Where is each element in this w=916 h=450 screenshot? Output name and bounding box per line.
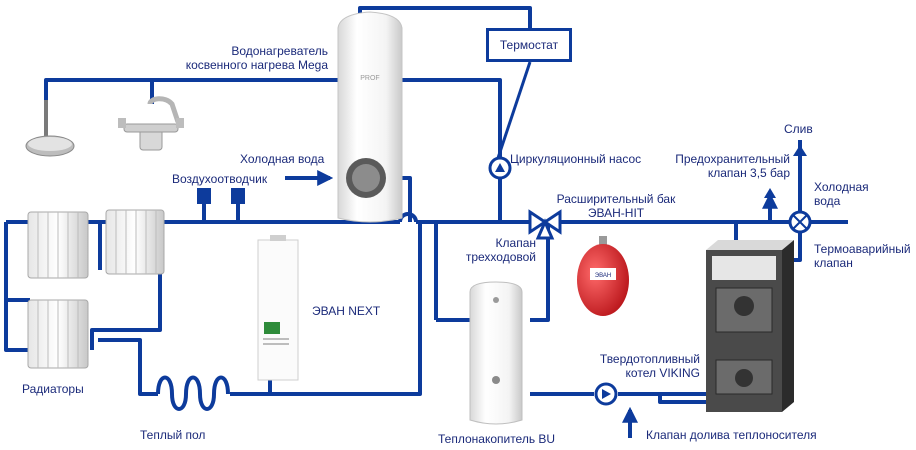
boiler-label: Водонагреватель косвенного нагрева Mega <box>170 44 328 72</box>
cold-water-right-label: Холодная вода <box>814 180 869 208</box>
warm-floor-label: Теплый пол <box>140 428 206 442</box>
cold-water-right-line2: вода <box>814 194 841 208</box>
boiler-brand-text: PROF <box>360 75 379 82</box>
exp-tank-line2: ЭВАН-HIT <box>587 206 645 220</box>
tank-brand-text: ЭВАН <box>595 273 611 279</box>
thermo-valve-line2: клапан <box>814 256 853 270</box>
pipe-refill <box>658 394 708 404</box>
thermostat-label: Термостат <box>499 38 559 52</box>
thermostat-wire <box>496 61 532 159</box>
radiators-label: Радиаторы <box>22 382 84 396</box>
boiler-pump-icon <box>594 382 618 406</box>
heat-accumulator <box>469 281 523 425</box>
pipe-rad-left <box>4 222 30 352</box>
thermo-valve-label: Термоаварийный клапан <box>814 242 911 270</box>
pipe-evan-down <box>230 380 272 396</box>
cold-water-right-line1: Холодная <box>814 180 869 194</box>
expansion-tank: ЭВАН <box>577 236 629 316</box>
refill-valve-label: Клапан долива теплоносителя <box>646 428 817 442</box>
air-vent-icon <box>197 188 245 204</box>
shower-head-icon <box>25 100 75 157</box>
drain-label: Слив <box>784 122 813 136</box>
warm-floor-coil <box>156 375 230 411</box>
exp-tank-line1: Расширительный бак <box>556 192 676 206</box>
pump-icon <box>488 156 512 180</box>
boiler-label-line1: Водонагреватель <box>231 44 328 58</box>
thermo-valve-line1: Термоаварийный <box>814 242 911 256</box>
air-vent-label: Воздухоотводчик <box>172 172 268 186</box>
radiator-icon <box>27 209 165 369</box>
solid-fuel-label: Твердотопливный котел VIKING <box>560 352 700 380</box>
safety-valve-label: Предохранительный клапан 3,5 бар <box>640 152 790 180</box>
solid-fuel-line2: котел VIKING <box>625 366 700 380</box>
pipe-rad-return <box>90 222 162 350</box>
drain-arrow-icon <box>793 145 807 156</box>
three-way-label: Клапан трехходовой <box>448 236 536 264</box>
pipe-floor-left <box>98 338 158 396</box>
pipe-evan-bottom <box>270 222 422 396</box>
indirect-water-heater: PROF <box>337 11 403 223</box>
exp-tank-label: Расширительный бак ЭВАН-HIT <box>546 192 686 220</box>
solid-fuel-line1: Твердотопливный <box>599 352 700 366</box>
thermo-valve-icon <box>788 210 812 234</box>
solid-fuel-boiler <box>706 240 794 412</box>
check-valve-icon <box>624 410 636 420</box>
pipe-top-dhw <box>44 78 340 104</box>
pipe-accum-right <box>530 222 550 322</box>
evan-next-label: ЭВАН NEXT <box>312 304 381 318</box>
safety-label-line2: клапан 3,5 бар <box>707 166 790 180</box>
safety-label-line1: Предохранительный <box>675 152 790 166</box>
cold-water-left-label: Холодная вода <box>240 152 325 166</box>
cold-water-arrow-icon <box>798 190 822 212</box>
three-way-valve-icon <box>528 209 562 240</box>
thermostat-box: Термостат <box>486 28 572 62</box>
electric-boiler-evan-next <box>257 235 299 381</box>
heat-accum-label: Теплонакопитель BU <box>438 432 556 446</box>
three-way-line1: Клапан <box>495 236 536 250</box>
pipe-boiler-return <box>400 78 502 220</box>
circ-pump-label: Циркуляционный насос <box>510 152 642 166</box>
faucet-icon <box>118 96 184 151</box>
safety-valve-icon <box>764 188 776 198</box>
boiler-label-line2: косвенного нагрева Mega <box>185 58 328 72</box>
three-way-line2: трехходовой <box>465 250 536 264</box>
